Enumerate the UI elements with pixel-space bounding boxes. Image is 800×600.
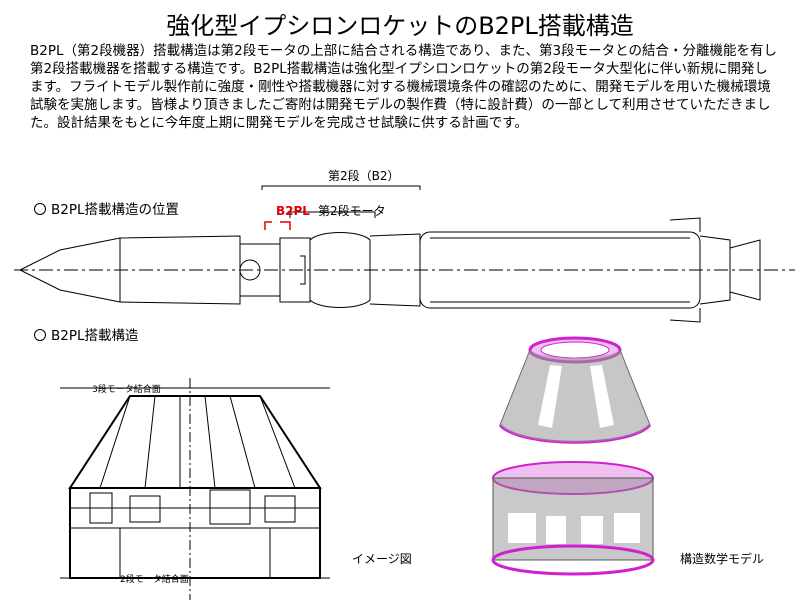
structure-drawing bbox=[60, 378, 330, 600]
model-caption: 構造数学モデル bbox=[680, 552, 765, 566]
b2pl-label: B2PL bbox=[276, 204, 310, 218]
stage2-motor-label: 第2段モータ bbox=[318, 204, 386, 218]
description-paragraph: B2PL（第2段機器）搭載構造は第2段モータの上部に結合される構造であり、また、… bbox=[30, 43, 777, 131]
fem-model-cone bbox=[498, 336, 652, 444]
circle-bullet-icon bbox=[34, 203, 46, 215]
stage2-interface-label: 2段モータ結合面 bbox=[120, 575, 189, 585]
stage2-label: 第2段（B2） bbox=[328, 169, 400, 183]
image-caption: イメージ図 bbox=[352, 552, 412, 566]
stage3-interface-label: 3段モータ結合面 bbox=[92, 385, 161, 395]
circle-bullet-icon bbox=[34, 329, 46, 341]
page-title: 強化型イプシロンロケットのB2PL搭載構造 bbox=[166, 12, 634, 40]
section-position-heading: B2PL搭載構造の位置 bbox=[34, 198, 179, 218]
fem-model-cylinder bbox=[491, 461, 655, 576]
section-structure-heading: B2PL搭載構造 bbox=[34, 324, 139, 344]
rocket-diagram bbox=[14, 185, 795, 323]
